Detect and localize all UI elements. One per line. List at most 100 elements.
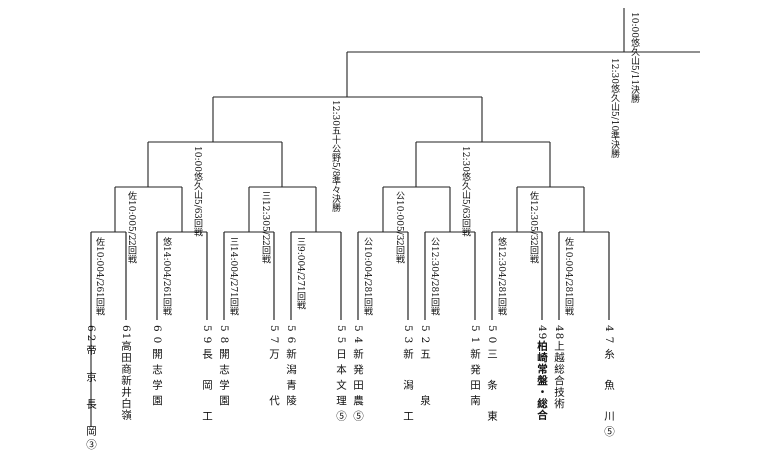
team-name: 高田商新井白嶺 — [120, 340, 132, 421]
team-name: 新 潟 工 — [402, 348, 414, 426]
quarterfinal-round: 準々決勝 — [330, 176, 340, 213]
team-number: 59 — [201, 325, 213, 349]
first-round-round: 1回戦 — [94, 292, 104, 316]
team-name: 帝 京 長 岡③ — [85, 344, 97, 452]
first-round-venue: 佐10:00 — [94, 237, 104, 272]
team-name: 五 泉 — [419, 348, 431, 411]
first-round-round: 1回戦 — [362, 292, 372, 316]
team-number: 62 — [85, 325, 97, 345]
final-label: 決勝 5/11 悠久山 10:00 — [628, 12, 639, 103]
team-entry: 50三 条 東 — [485, 325, 500, 426]
second-round-date: 5/2 — [126, 225, 136, 241]
third-round-label: 3回戦 5/6 悠久山 10:00 — [191, 146, 202, 237]
third-round-date: 5/6 — [192, 198, 202, 214]
final-venue: 悠久山 — [629, 37, 639, 65]
first-round-label: 1回戦 4/26 佐10:00 — [93, 237, 104, 316]
team-number: 56 — [285, 325, 297, 349]
quarterfinal-date: 5/8 — [330, 161, 340, 177]
team-name: 新発田南 — [469, 348, 481, 411]
team-number: 61 — [120, 325, 132, 341]
third-round-venue: 悠久山 — [460, 171, 470, 199]
first-round-date: 4/27 — [295, 266, 305, 287]
team-number: 52 — [419, 325, 431, 349]
first-round-date: 4/28 — [429, 271, 439, 293]
pair-r3-1 — [147, 141, 283, 187]
team-name: 糸 魚 川⑤ — [603, 348, 615, 442]
third-round-time: 12:30 — [460, 146, 470, 172]
final-time: 10:00 — [629, 12, 639, 38]
first-round-label: 1回戦 4/28 公10:00 — [361, 237, 372, 316]
team-entry: 53新 潟 工 — [401, 325, 416, 426]
tournament-bracket: 決勝 5/11 悠久山 10:00 準決勝 5/10 悠久山 12:30 準々決… — [85, 8, 700, 452]
team-name: 開志学園 — [151, 348, 163, 411]
team-name: 柏崎常盤・総合 — [536, 340, 548, 421]
team-name: 長 岡 工 — [201, 348, 213, 426]
team-entry: 52五 泉 — [418, 325, 433, 410]
team-number: 55 — [335, 325, 347, 349]
first-round-venue: 公10:00 — [362, 237, 372, 272]
team-entry: 57万 代 — [267, 325, 282, 410]
second-round-label: 2回戦 5/2 佐10:00 — [125, 191, 136, 264]
first-round-round: 1回戦 — [563, 292, 573, 316]
first-round-venue: 悠14:00 — [161, 237, 171, 272]
semifinal-venue: 悠久山 — [609, 83, 619, 111]
team-name: 万 代 — [268, 348, 280, 411]
team-entry: 60開志学園 — [150, 325, 165, 410]
first-round-date: 4/28 — [563, 271, 573, 293]
team-number: 54 — [352, 325, 364, 349]
second-round-label: 2回戦 5/3 佐12:30 — [527, 191, 538, 264]
team-entry: 62帝 京 長 岡③ — [84, 325, 99, 452]
quarterfinal-time: 12:30 — [330, 100, 340, 126]
team-entry: 51新発田南 — [468, 325, 483, 410]
team-stems — [90, 232, 610, 320]
third-round-round: 3回戦 — [192, 213, 202, 238]
first-round-label: 1回戦 4/28 公12:30 — [428, 237, 439, 316]
team-entry: 55日本文理⑤ — [334, 325, 349, 426]
third-round-venue: 悠久山 — [192, 171, 202, 199]
second-round-label: 2回戦 5/2 三12:30 — [259, 191, 270, 264]
first-round-round: 1回戦 — [228, 292, 238, 316]
first-round-round: 1回戦 — [161, 292, 171, 316]
second-round-round: 2回戦 — [260, 240, 270, 265]
first-round-round: 1回戦 — [496, 292, 506, 316]
semifinal-time: 12:30 — [609, 58, 619, 84]
first-round-venue: 佐10:00 — [563, 237, 573, 272]
first-round-round: 1回戦 — [295, 286, 305, 311]
first-round-date: 4/26 — [161, 271, 171, 293]
team-number: 49 — [536, 325, 548, 341]
team-name: 開志学園 — [218, 348, 230, 411]
second-round-round: 2回戦 — [126, 240, 136, 265]
second-round-venue: 公10:00 — [394, 191, 404, 226]
team-number: 60 — [151, 325, 163, 349]
team-number: 51 — [469, 325, 481, 349]
semifinal-round: 準決勝 — [609, 131, 619, 159]
team-name: 新潟青陵 — [285, 348, 297, 411]
team-entry: 56新潟青陵 — [284, 325, 299, 410]
third-round-round: 3回戦 — [460, 213, 470, 238]
team-entry: 58開志学園 — [217, 325, 232, 410]
team-name: 上越総合技術 — [553, 340, 565, 410]
second-round-round: 2回戦 — [528, 240, 538, 265]
team-name: 日本文理⑤ — [335, 348, 347, 426]
first-round-label: 1回戦 4/27 三14:00 — [227, 237, 238, 316]
final-round: 決勝 — [629, 85, 639, 104]
second-round-venue: 三12:30 — [260, 191, 270, 226]
first-round-venue: 公12:30 — [429, 237, 439, 272]
team-number: 53 — [402, 325, 414, 349]
team-entry: 61高田商新井白嶺 — [119, 325, 134, 421]
team-number: 58 — [218, 325, 230, 349]
team-entry: 59長 岡 工 — [200, 325, 215, 426]
team-number: 57 — [268, 325, 280, 349]
team-entry: 48上越総合技術 — [552, 325, 567, 409]
first-round-label: 1回戦 4/26 悠14:00 — [160, 237, 171, 316]
team-entry: 54新発田農⑤ — [351, 325, 366, 426]
team-number: 47 — [603, 325, 615, 349]
bracket-lines — [90, 8, 700, 427]
second-round-date: 5/2 — [260, 225, 270, 241]
pair-r3-2 — [415, 141, 551, 187]
team-number: 50 — [486, 325, 498, 349]
third-round-time: 10:00 — [192, 146, 202, 172]
second-round-venue: 佐10:00 — [126, 191, 136, 226]
third-round-date: 5/6 — [460, 198, 470, 214]
second-round-round: 2回戦 — [394, 240, 404, 265]
